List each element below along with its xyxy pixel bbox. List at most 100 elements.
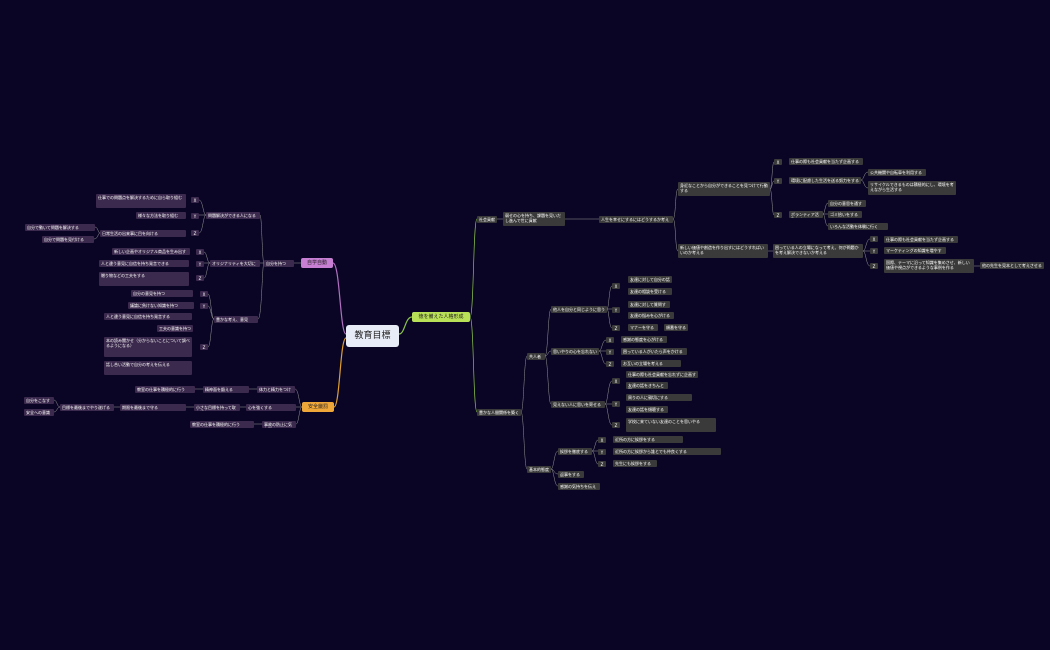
node-kokyo[interactable]: 公共機関や自転車を利用する <box>868 169 926 176</box>
node-recycle[interactable]: リサイクルできるものは積極的にし、環境を考えながら生活する <box>868 181 956 195</box>
node-komatta2[interactable]: 困っている人がいたら声をかける <box>621 348 687 355</box>
node-sensei[interactable]: 先生にも挨拶をする <box>613 460 657 467</box>
tag-x1: X <box>774 159 782 165</box>
node-yutaka-l[interactable]: 豊かな考え、意見 <box>214 316 258 323</box>
node-boshu[interactable]: ボランティア活動をする <box>789 211 823 218</box>
node-kyokan[interactable]: 共人者 <box>527 353 545 360</box>
node-kohai[interactable]: お互いの立場を考える <box>621 360 681 367</box>
node-kinjo2[interactable]: 近所の方に挨拶から誰とでも仲良くする <box>613 448 721 455</box>
node-kaigai[interactable]: 国際、テーマに沿って知識を集めさせ、新しい価値や視点ができるような事例を作る <box>884 259 974 273</box>
node-gaikan[interactable]: 議論に負けない知識を持つ <box>128 302 194 309</box>
node-jiko2[interactable]: 事故の防止に気を配る <box>262 421 296 428</box>
link-root-green <box>398 316 413 335</box>
node-manner2[interactable]: 順番を守る <box>664 324 688 331</box>
node-gakko[interactable]: 学校に来ていない友達のことを思いやる <box>626 418 716 432</box>
node-nichijo[interactable]: 日常生活の出来事に目を向ける <box>100 230 186 237</box>
link-18 <box>520 411 528 470</box>
node-chiisana[interactable]: 小さな目標を持って取り組む <box>194 404 240 411</box>
node-sagyo[interactable]: 仕事での問題点を解決するために自ら取り組む <box>96 194 186 208</box>
node-manner[interactable]: マナーを守る <box>628 324 658 331</box>
node-kaigi[interactable]: 話し合い活動で自分の考えを伝える <box>104 361 192 375</box>
node-kokoro[interactable]: 心を強くする <box>246 404 296 411</box>
node-kihon[interactable]: 基本的態度 <box>527 466 551 473</box>
link-48 <box>203 262 211 279</box>
node-jibun[interactable]: 自分の意思を通す <box>828 200 866 207</box>
tag-ly1: Y <box>191 213 199 219</box>
link-28 <box>604 380 613 405</box>
node-honkatsu[interactable]: 本の読み聞かせ（分からないことについて調べるようになる） <box>104 337 192 357</box>
node-shigoto1[interactable]: 仕事の際も社会貢献を当たず企画する <box>789 158 863 165</box>
node-aisatsu[interactable]: 挨拶を徹底する <box>558 448 592 455</box>
tag-y6: Y <box>598 449 606 455</box>
root-node[interactable]: 教育目標 <box>346 325 399 347</box>
node-origin[interactable]: オリジナリティを大切に <box>210 260 260 267</box>
node-self1[interactable]: 友達に対して自分の話をする <box>628 276 672 283</box>
link-45 <box>93 232 101 240</box>
node-mondai[interactable]: 問題解決ができる人になる <box>206 212 260 219</box>
node-self3[interactable]: 友達に対して質問する <box>628 301 670 308</box>
link-root-orange <box>333 337 347 408</box>
node-seishin[interactable]: 精神面を鍛える <box>203 386 249 393</box>
node-jibun-y[interactable]: 目標を最後までやり遂げる <box>60 404 114 411</box>
node-jibun-x[interactable]: 自分をこなす <box>24 397 54 404</box>
node-hensan[interactable]: 返事をする <box>558 471 584 478</box>
link-36 <box>591 450 599 465</box>
node-tairyoku[interactable]: 体力と精力をつける <box>257 386 295 393</box>
node-atarashii[interactable]: 新しい価値や創造を作り出すにはどうすればいいのか考える <box>678 244 768 258</box>
link-21 <box>544 355 552 405</box>
branch-orange[interactable]: 安全厳罰 <box>302 402 334 412</box>
node-kigen[interactable]: 期限を最後まで守る <box>120 404 186 411</box>
node-jinsei[interactable]: 人生を幸せにするにはどうするか考える <box>599 216 673 223</box>
link-2 <box>672 188 679 220</box>
node-jibun-a[interactable]: 自分で動いて問題を解決する <box>25 224 95 231</box>
node-jiyu[interactable]: 身近なことから自分ができることを見つけて行動する <box>678 182 770 196</box>
branch-green[interactable]: 徳を備えた人格形成 <box>412 312 470 322</box>
node-jiko[interactable]: 自分を持つ <box>264 260 294 267</box>
node-tomodachi[interactable]: 友達の話を傾聴する <box>626 406 668 413</box>
node-komatta[interactable]: 困っている人の立場になって考え、何が問題かを考え解決できないか考える <box>773 244 863 258</box>
link-33 <box>550 468 559 487</box>
tag-lx2: X <box>196 249 204 255</box>
node-hyogen[interactable]: 自分の意見を持つ <box>131 290 193 297</box>
node-shakai-desc[interactable]: 弱せの心を持ち、課題を見いだし進んで世に貢献 <box>503 212 565 226</box>
node-self2[interactable]: 友達の相談を受ける <box>628 288 672 295</box>
node-kansha[interactable]: 感謝の態度を心がける <box>621 336 667 343</box>
node-kansha2[interactable]: 感謝の気持ちを伝える <box>558 483 600 490</box>
node-self4[interactable]: 友達の悩みを心がける <box>628 312 674 319</box>
node-kankyo[interactable]: 環境に配慮した生活を送る努力をする <box>789 177 861 184</box>
tag-lz3: Z <box>200 344 208 350</box>
node-kokusai[interactable]: 周りの人に親切にする <box>626 394 692 401</box>
node-goal[interactable]: ゴミ拾いをする <box>828 211 862 218</box>
node-hito[interactable]: 人と違う意見に自信を持ち発言できる <box>99 260 189 267</box>
link-8 <box>860 179 869 189</box>
node-jibun-b[interactable]: 自分で問題を見付ける <box>42 236 94 243</box>
branch-pink[interactable]: 自学自動 <box>301 258 333 268</box>
node-kensho2[interactable]: 友達の話をきちんと聞く <box>626 382 668 389</box>
node-kufu[interactable]: 工夫の意識を持つ <box>157 325 193 332</box>
node-kodomo[interactable]: 教室の仕事を積極的に行う <box>190 421 254 428</box>
node-mienai[interactable]: 見えない人に思いを寄せる <box>551 401 605 408</box>
tag-ly2: Y <box>196 261 204 267</box>
node-tanin[interactable]: 他人を自分と同じように思う <box>551 306 607 313</box>
node-hito2[interactable]: 人と違う意見に自信を持ち発言する <box>104 313 192 320</box>
tag-lz1: Z <box>191 230 199 236</box>
node-anzen[interactable]: 安全への意識 <box>24 409 54 416</box>
node-shakai[interactable]: 社会貢献 <box>477 216 497 223</box>
node-omoiyari[interactable]: 思いやりの心を忘れない <box>551 348 599 355</box>
link-50 <box>207 305 215 320</box>
node-okuri[interactable]: 贈り物などの工夫をする <box>99 272 189 286</box>
link-6 <box>769 188 775 216</box>
link-60 <box>53 399 61 408</box>
node-atarashii-l[interactable]: 新しい企画やオリジナル商品を生み出す <box>112 248 190 255</box>
link-green-yutaka <box>469 316 478 413</box>
node-kinjo[interactable]: 近所の方に挨拶をする <box>613 436 683 443</box>
node-kanka[interactable]: 様々な方法を取り組む <box>136 212 186 219</box>
node-yutaka[interactable]: 豊かな人間関係を築く <box>477 409 521 416</box>
node-shigoto2[interactable]: 仕事の際も社会貢献を当たず企画する <box>884 236 958 243</box>
node-marketing[interactable]: マーケティングの知識を増やす <box>884 247 946 254</box>
node-tanoshii[interactable]: いろんな活動を体験に行く <box>828 223 888 230</box>
node-kensho1[interactable]: 仕事の際も社会貢献を忘れずに企画する <box>626 371 698 378</box>
node-hoka[interactable]: 他の先生を見本として考えさせる <box>980 262 1044 269</box>
node-kashikoi[interactable]: 教室の仕事を積極的に行う <box>135 386 195 393</box>
